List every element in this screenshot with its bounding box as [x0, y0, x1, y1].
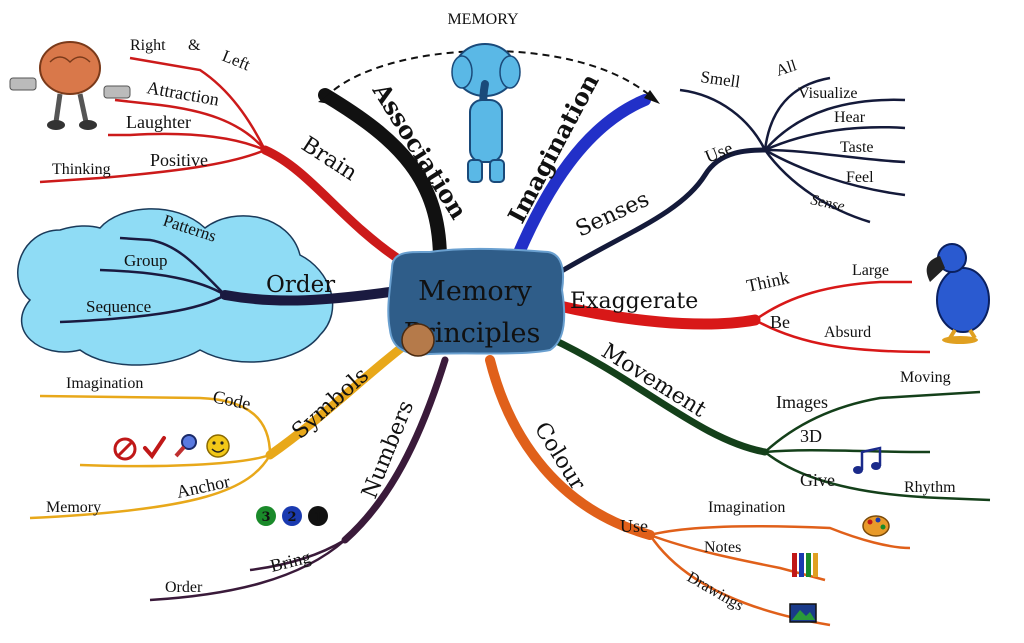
number-badges: 3 2 1 — [256, 506, 328, 526]
brain-sub-branches — [39, 56, 267, 184]
memory-arc — [324, 50, 656, 101]
order-branch — [220, 287, 395, 306]
senses-visualize-label: Visualize — [798, 85, 857, 102]
exaggerate-large-label: Large — [852, 262, 889, 279]
order-group-label: Group — [124, 251, 167, 270]
badge-3-label: 3 — [261, 510, 270, 525]
brain-left-label: Left — [220, 46, 254, 74]
numbers-branch — [341, 356, 449, 544]
brain-mascot-illustration — [9, 41, 131, 130]
symbols-icons-row — [113, 434, 230, 461]
colour-use-label: Use — [620, 516, 648, 536]
brain-thinking-label: Thinking — [52, 161, 111, 178]
brain-laughter-label: Laughter — [126, 112, 191, 132]
colour-drawings-label: Drawings — [684, 569, 746, 615]
order-sub-branches — [59, 236, 226, 324]
memory-arc-left-arrow — [318, 92, 332, 104]
center-node — [387, 247, 566, 356]
memory-arc-right-arrow — [644, 90, 660, 104]
senses-use-label: Use — [702, 138, 735, 167]
symbols-code-label: Code — [211, 386, 252, 413]
exaggerate-label: Exaggerate — [570, 289, 698, 314]
senses-branch — [547, 147, 768, 281]
association-label: Association — [366, 77, 473, 224]
colour-branch — [485, 355, 655, 540]
brain-positive-label: Positive — [150, 150, 208, 170]
senses-hear-label: Hear — [834, 109, 866, 126]
association-branch — [318, 88, 447, 267]
imagination-label: Imagination — [502, 69, 605, 228]
check-mark-icon — [143, 436, 166, 460]
smiley-icon — [206, 434, 230, 458]
magnifier-icon — [174, 434, 197, 458]
order-label: Order — [266, 272, 335, 298]
symbols-branch — [265, 340, 410, 460]
colour-notes-label: Notes — [704, 539, 741, 556]
brain-amp-label: & — [188, 37, 201, 54]
brain-branch — [260, 145, 405, 265]
pens-icon — [792, 553, 818, 577]
order-cloud — [17, 208, 334, 366]
badge-2-label: 2 — [287, 510, 296, 525]
movement-3d-label: 3D — [800, 426, 822, 446]
imagination-branch — [509, 94, 651, 268]
palette-icon — [862, 515, 890, 537]
badge-1-label: 1 — [313, 510, 322, 525]
movement-label: Movement — [597, 339, 711, 423]
movement-moving-label: Moving — [900, 369, 951, 386]
order-sequence-label: Sequence — [86, 297, 151, 316]
senses-sense-label: Sense — [809, 192, 846, 215]
symbols-imagination-label: Imagination — [66, 375, 143, 392]
picture-icon — [789, 603, 817, 623]
symbols-label: Symbols — [287, 363, 374, 444]
brain-right-label: Right — [130, 37, 166, 54]
senses-feel-label: Feel — [846, 169, 874, 186]
numbers-sub-branches — [149, 538, 346, 602]
movement-branch — [546, 334, 769, 456]
numbers-order-label: Order — [165, 579, 203, 596]
bird-illustration — [926, 243, 990, 344]
movement-give-label: Give — [800, 470, 835, 490]
senses-label: Senses — [572, 187, 653, 243]
senses-all-label: All — [774, 57, 799, 80]
symbols-sub-branches — [29, 394, 272, 520]
center-title-line1: Memory — [418, 276, 532, 307]
senses-sub-branches — [679, 76, 906, 224]
exaggerate-think-label: Think — [745, 267, 791, 296]
music-notes-icon — [853, 446, 882, 474]
senses-taste-label: Taste — [840, 139, 874, 156]
movement-images-label: Images — [776, 392, 828, 412]
numbers-bring-label: Bring — [268, 547, 313, 576]
elephant-illustration — [451, 43, 521, 183]
badge-2-icon — [282, 506, 302, 526]
symbols-memory-label: Memory — [46, 499, 101, 516]
senses-smell-label: Smell — [699, 67, 741, 91]
movement-sub-branches — [764, 390, 991, 502]
face-illustration — [401, 323, 435, 357]
no-entry-icon — [113, 437, 137, 461]
colour-imagination-label: Imagination — [708, 499, 785, 516]
movement-rhythm-label: Rhythm — [904, 479, 956, 496]
badge-1-icon — [308, 506, 328, 526]
exaggerate-branch — [549, 299, 761, 330]
memory-top-label: MEMORY — [447, 11, 519, 28]
badge-3-icon — [256, 506, 276, 526]
exaggerate-absurd-label: Absurd — [824, 324, 871, 341]
exaggerate-sub-branches — [754, 280, 931, 354]
exaggerate-be-label: Be — [770, 312, 790, 332]
